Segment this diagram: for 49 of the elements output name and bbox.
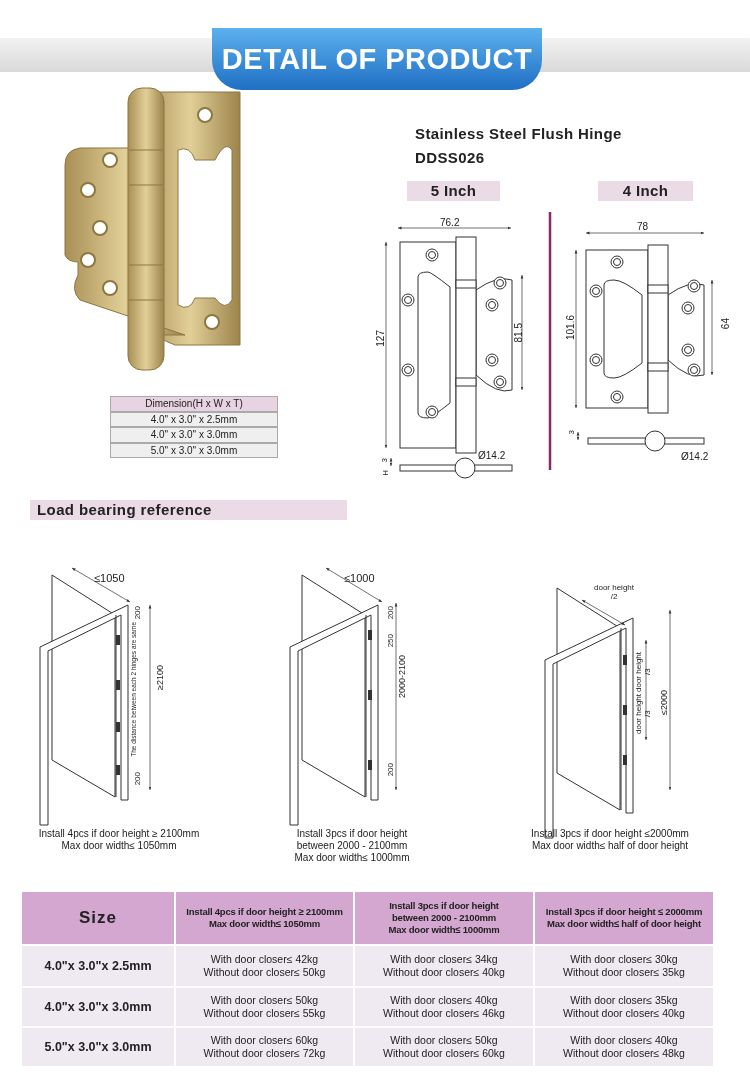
dimension-label: door height /2: [593, 583, 635, 601]
table-cell: With door closer≤ 50kg Without door closer≤ 55kg: [176, 988, 353, 1026]
row-header-cell: 4.0"x 3.0"x 3.0mm: [22, 988, 174, 1026]
dimension-label: H: [380, 470, 391, 476]
table-cell: With door closer≤ 50kg Without door closer≤ 60kg: [355, 1028, 533, 1066]
header-cell: Dimension(H x W x T): [110, 396, 278, 412]
table-cell: With door closer≤ 42kg Without door closer≤ 50kg: [176, 946, 353, 986]
table-cell: With door closer≤ 40kg Without door closer≤ 46kg: [355, 988, 533, 1026]
dimension-label: 3: [566, 430, 577, 435]
table-cell: With door closer≤ 40kg Without door closer≤ 48kg: [535, 1028, 713, 1066]
caption: Install 4pcs if door height ≥ 2100mm Max door width≤ 1050mm: [37, 828, 201, 852]
dimension-label: 2000-2100: [397, 655, 408, 699]
caption: Install 3pcs if door height ≤2000mm Max door width≤ half of door height: [530, 828, 690, 852]
product-heading: DDSS026: [415, 149, 485, 166]
table-cell: With door closer≤ 34kg Without door closer≤ 40kg: [355, 946, 533, 986]
dimension-label: 200: [132, 772, 143, 786]
dimension-label: 76.2: [440, 217, 460, 228]
dimension-label: 81.5: [513, 323, 524, 343]
dimension-label: 200: [132, 606, 143, 620]
caption: Install 3pcs if door height between 2000 - 2100mm Max door width≤ 1000mm: [293, 828, 411, 864]
dimension-label: ≤1050: [94, 573, 125, 584]
table-cell: 4.0" x 3.0" x 3.0mm: [110, 427, 278, 443]
dimension-label: Ø14.2: [478, 450, 506, 461]
section-heading: Load bearing reference: [30, 500, 347, 520]
dimension-label: 101.6: [565, 315, 576, 341]
table-cell: With door closer≤ 35kg Without door closer≤ 40kg: [535, 988, 713, 1026]
dimension-label: 127: [375, 330, 386, 347]
size-tab: 5 Inch: [407, 181, 500, 201]
page-title: DETAIL OF PRODUCT: [212, 28, 542, 90]
row-header-cell: 4.0"x 3.0"x 2.5mm: [22, 946, 174, 986]
row-header-cell: 5.0"x 3.0"x 3.0mm: [22, 1028, 174, 1066]
dimension-label: 3: [379, 458, 390, 463]
size-tab: 4 Inch: [598, 181, 693, 201]
dimension-label: 250: [385, 634, 396, 648]
dimension-label: 64: [720, 318, 731, 330]
header-cell: Size: [22, 892, 174, 944]
dimension-label: Ø14.2: [681, 451, 709, 462]
dimension-label: ≤1000: [344, 573, 375, 584]
header-cell: Install 4pcs if door height ≥ 2100mm Max door width≤ 1050mm: [176, 892, 353, 944]
dimension-label: ≤2000: [659, 690, 670, 715]
header-cell: Install 3pcs if door height ≤ 2000mm Max door width≤ half of door height: [535, 892, 713, 944]
dimension-label: ≥2100: [155, 665, 166, 690]
dimension-label: 200: [385, 606, 396, 620]
header-cell: Install 3pcs if door height between 2000 - 2100mm Max door width≤ 1000mm: [355, 892, 533, 944]
dimension-label: 78: [637, 221, 649, 232]
product-heading: Stainless Steel Flush Hinge: [415, 125, 622, 142]
table-cell: With door closer≤ 30kg Without door closer≤ 35kg: [535, 946, 713, 986]
table-cell: With door closer≤ 60kg Without door closer≤ 72kg: [176, 1028, 353, 1066]
dimension-label: 200: [385, 763, 396, 777]
